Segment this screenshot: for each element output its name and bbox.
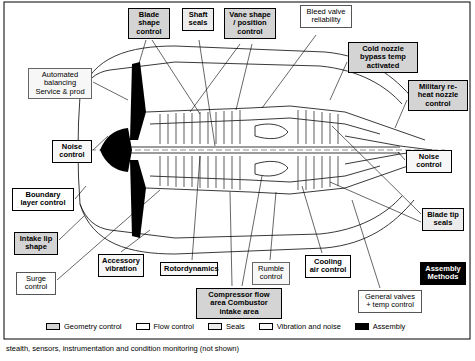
legend-item: Vibration and noise [259,322,341,331]
legend-swatch [136,323,150,330]
compressor-stages [160,110,338,190]
callout-text: Noise control [56,143,88,160]
callout-box: Automated balancing Service & prod [28,68,92,99]
callout-box: Blade tip seals [422,208,464,231]
callout-text: Cooling air control [309,258,347,275]
callout-text: Surge control [20,275,52,292]
callout-box: Surge control [16,272,56,295]
legend: Geometry control Flow control Seals Vibrati… [46,322,419,331]
legend-swatch [259,323,273,330]
callout-box: Bleed valve reliability [300,5,352,28]
legend-item: Flow control [136,322,194,331]
callout-text: Assembly Methods [424,265,462,282]
callout-box: Cold nozzle bypass temp activated [348,42,418,73]
callout-text: Intake lip shape [18,235,54,252]
callout-box: Accessory vibration [98,254,144,277]
callout-box: Cooling air control [305,255,351,278]
callout-text: Compressor flow area Combustor intake ar… [200,291,278,316]
legend-swatch [355,323,369,330]
callout-text: Shaft seals [186,11,210,28]
leader-lines [57,35,421,288]
legend-item: Assembly [355,322,406,331]
callout-text: Military re-heat nozzle control [412,83,464,108]
footnote: stealth, sensors, instrumentation and co… [6,344,239,353]
callout-text: Accessory vibration [102,257,140,274]
legend-text: Flow control [154,322,194,331]
legend-text: Geometry control [64,322,122,331]
frame [4,2,470,339]
callout-box: Blade shape control [128,8,170,39]
legend-swatch [208,323,222,330]
legend-text: Assembly [373,322,406,331]
legend-item: Seals [208,322,245,331]
callout-box: Boundary layer control [12,188,74,211]
callout-box: Assembly Methods [420,262,466,285]
callout-text: General valves + temp control [362,293,418,310]
callout-box: Military re-heat nozzle control [408,80,468,111]
callout-box: Compressor flow area Combustor intake ar… [196,288,282,319]
callout-text: Cold nozzle bypass temp activated [352,45,414,70]
callout-text: Vane shape / position control [228,11,272,36]
legend-text: Seals [226,322,245,331]
callout-box: Noise control [52,140,92,163]
callout-box: Rotordynamics [160,262,218,276]
callout-text: Blade tip seals [426,211,460,228]
callout-box: Noise control [406,150,452,173]
callout-box: Vane shape / position control [224,8,276,39]
callout-text: Bleed valve reliability [304,8,348,25]
callout-text: Noise control [410,153,448,170]
callout-text: Blade shape control [132,11,166,36]
callout-text: Automated balancing Service & prod [32,71,88,96]
legend-text: Vibration and noise [277,322,341,331]
callout-text: Rumble control [256,265,286,282]
legend-item: Geometry control [46,322,122,331]
callout-text: Rotordynamics [164,265,214,273]
callout-box: General valves + temp control [358,290,422,313]
callout-box: Shaft seals [182,8,214,31]
legend-swatch [46,323,60,330]
callout-box: Intake lip shape [14,232,58,255]
fan-blades [100,62,146,238]
callout-box: Rumble control [252,262,290,285]
centre-line [90,150,445,151]
callout-text: Boundary layer control [16,191,70,208]
